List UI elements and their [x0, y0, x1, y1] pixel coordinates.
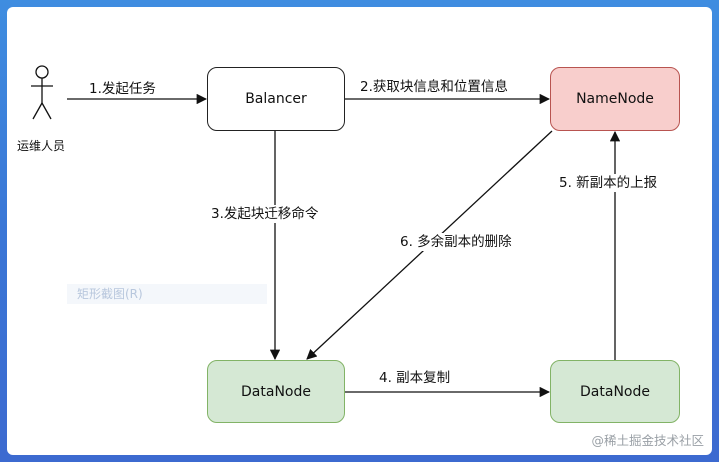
balancer-node[interactable]: Balancer	[207, 67, 345, 131]
edge-1-label: 1.发起任务	[89, 80, 156, 98]
namenode-node[interactable]: NameNode	[550, 67, 680, 131]
datanode-right-node[interactable]: DataNode	[550, 360, 680, 423]
actor-label: 运维人员	[17, 139, 66, 153]
edge-4-label: 4. 副本复制	[379, 369, 451, 387]
datanode-left-node[interactable]: DataNode	[207, 360, 345, 423]
edge-6-label: 6. 多余副本的删除	[400, 233, 512, 251]
edge-2-label: 2.获取块信息和位置信息	[360, 78, 508, 96]
watermark: @稀土掘金技术社区	[591, 433, 704, 448]
screenshot-tool-overlay: 矩形截图(R)	[67, 284, 267, 304]
diagram-canvas: 运维人员 Balancer NameNode DataNode DataNode…	[7, 7, 712, 455]
edge-3-label: 3.发起块迁移命令	[211, 205, 319, 223]
edge-5-label: 5. 新副本的上报	[559, 174, 658, 192]
actor-figure-icon	[31, 65, 53, 120]
